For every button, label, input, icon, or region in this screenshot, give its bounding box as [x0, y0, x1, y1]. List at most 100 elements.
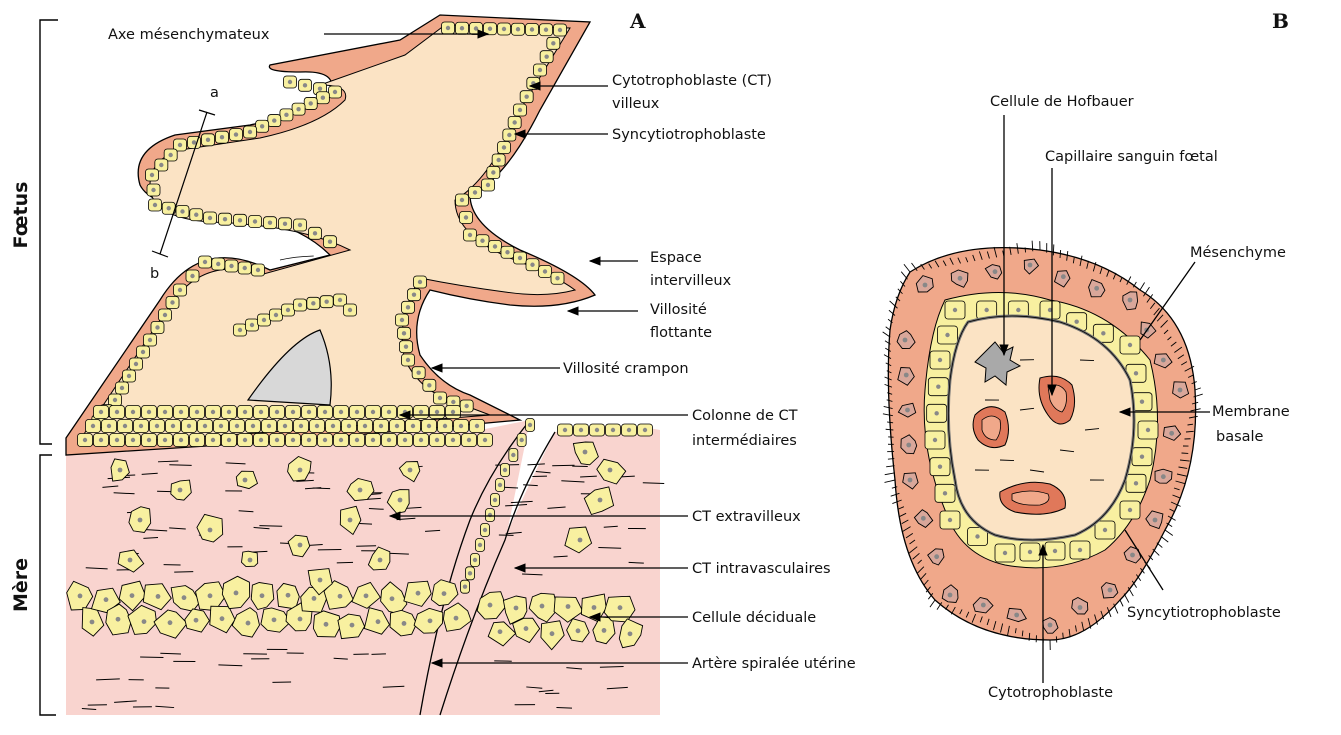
nucleus — [298, 468, 303, 473]
nucleus — [311, 301, 315, 305]
nucleus — [104, 597, 109, 602]
nucleus — [288, 80, 292, 84]
nucleus — [284, 113, 288, 117]
nucleus — [558, 28, 562, 32]
nucleus — [195, 410, 199, 414]
nucleus — [338, 594, 343, 599]
nucleus — [498, 629, 503, 634]
nucleus — [1016, 308, 1020, 312]
nucleus — [355, 438, 359, 442]
label-cytotrophoblaste: Cytotrophoblaste — [988, 685, 1113, 701]
nucleus — [464, 404, 468, 408]
nucleus — [339, 438, 343, 442]
nucleus — [428, 618, 433, 623]
nucleus — [511, 453, 515, 457]
nucleus — [903, 338, 908, 343]
nucleus — [419, 438, 423, 442]
nucleus — [99, 438, 103, 442]
nucleus — [371, 410, 375, 414]
nucleus — [1014, 613, 1019, 618]
nucleus — [142, 619, 147, 624]
nucleus — [406, 305, 410, 309]
nucleus — [298, 543, 303, 548]
nucleus — [318, 578, 323, 583]
nucleus — [934, 554, 939, 559]
nucleus — [518, 108, 522, 112]
nucleus — [1003, 551, 1007, 555]
nucleus — [363, 424, 367, 428]
nucleus — [1028, 550, 1032, 554]
nucleus — [272, 617, 277, 622]
nucleus — [248, 130, 252, 134]
nucleus — [921, 516, 926, 521]
nucleus — [398, 498, 403, 503]
nucleus — [531, 81, 535, 85]
nucleus — [473, 190, 477, 194]
nucleus — [348, 518, 353, 523]
nucleus — [480, 239, 484, 243]
nucleus — [179, 438, 183, 442]
nucleus — [1161, 474, 1166, 479]
nucleus — [208, 216, 212, 220]
nucleus — [147, 410, 151, 414]
label-flottante-line1: Villosité — [650, 302, 707, 318]
nucleus — [408, 468, 413, 473]
nucleus — [400, 318, 404, 322]
nucleus — [1153, 518, 1158, 523]
nucleus — [243, 478, 248, 483]
nucleus — [1128, 343, 1132, 347]
nucleus — [260, 124, 264, 128]
nucleus — [90, 620, 95, 625]
nucleus — [234, 132, 238, 136]
nucleus — [148, 338, 152, 342]
nucleus — [194, 213, 198, 217]
nucleus — [544, 54, 548, 58]
nucleus — [1128, 508, 1132, 512]
nucleus — [473, 558, 477, 562]
nucleus — [402, 331, 406, 335]
nucleus — [238, 328, 242, 332]
nucleus — [220, 135, 224, 139]
nucleus — [358, 488, 363, 493]
nucleus — [463, 584, 467, 588]
nucleus — [468, 571, 472, 575]
nucleus — [555, 276, 559, 280]
nucleus — [299, 424, 303, 428]
nucleus — [272, 118, 276, 122]
nucleus — [460, 198, 464, 202]
nucleus — [442, 591, 447, 596]
nucleus — [608, 468, 613, 473]
nucleus — [187, 424, 191, 428]
nucleus — [460, 26, 464, 30]
nucleus — [598, 498, 603, 503]
nucleus — [171, 424, 175, 428]
nucleus — [1028, 263, 1033, 268]
nucleus — [583, 450, 588, 455]
nucleus — [379, 424, 383, 428]
nucleus — [493, 498, 497, 502]
nucleus — [113, 398, 117, 402]
label-membrane-line2: basale — [1216, 429, 1264, 445]
nucleus — [524, 626, 529, 631]
nucleus — [227, 438, 231, 442]
mother-bracket — [40, 455, 56, 715]
nucleus — [275, 410, 279, 414]
nucleus — [519, 438, 523, 442]
nucleus — [250, 323, 254, 327]
panel-b-letter: B — [1272, 9, 1289, 33]
nucleus — [141, 350, 145, 354]
mesenchyme-fiber — [280, 256, 314, 260]
nucleus — [563, 428, 567, 432]
nucleus — [908, 478, 913, 483]
nucleus — [387, 438, 391, 442]
nucleus — [190, 274, 194, 278]
nucleus — [260, 593, 265, 598]
nucleus — [312, 596, 317, 601]
nucleus — [1161, 358, 1166, 363]
microvillus — [1025, 247, 1026, 252]
strand — [259, 526, 282, 527]
nucleus — [938, 358, 942, 362]
nucleus — [1053, 549, 1057, 553]
nucleus — [538, 68, 542, 72]
nucleus — [488, 27, 492, 31]
